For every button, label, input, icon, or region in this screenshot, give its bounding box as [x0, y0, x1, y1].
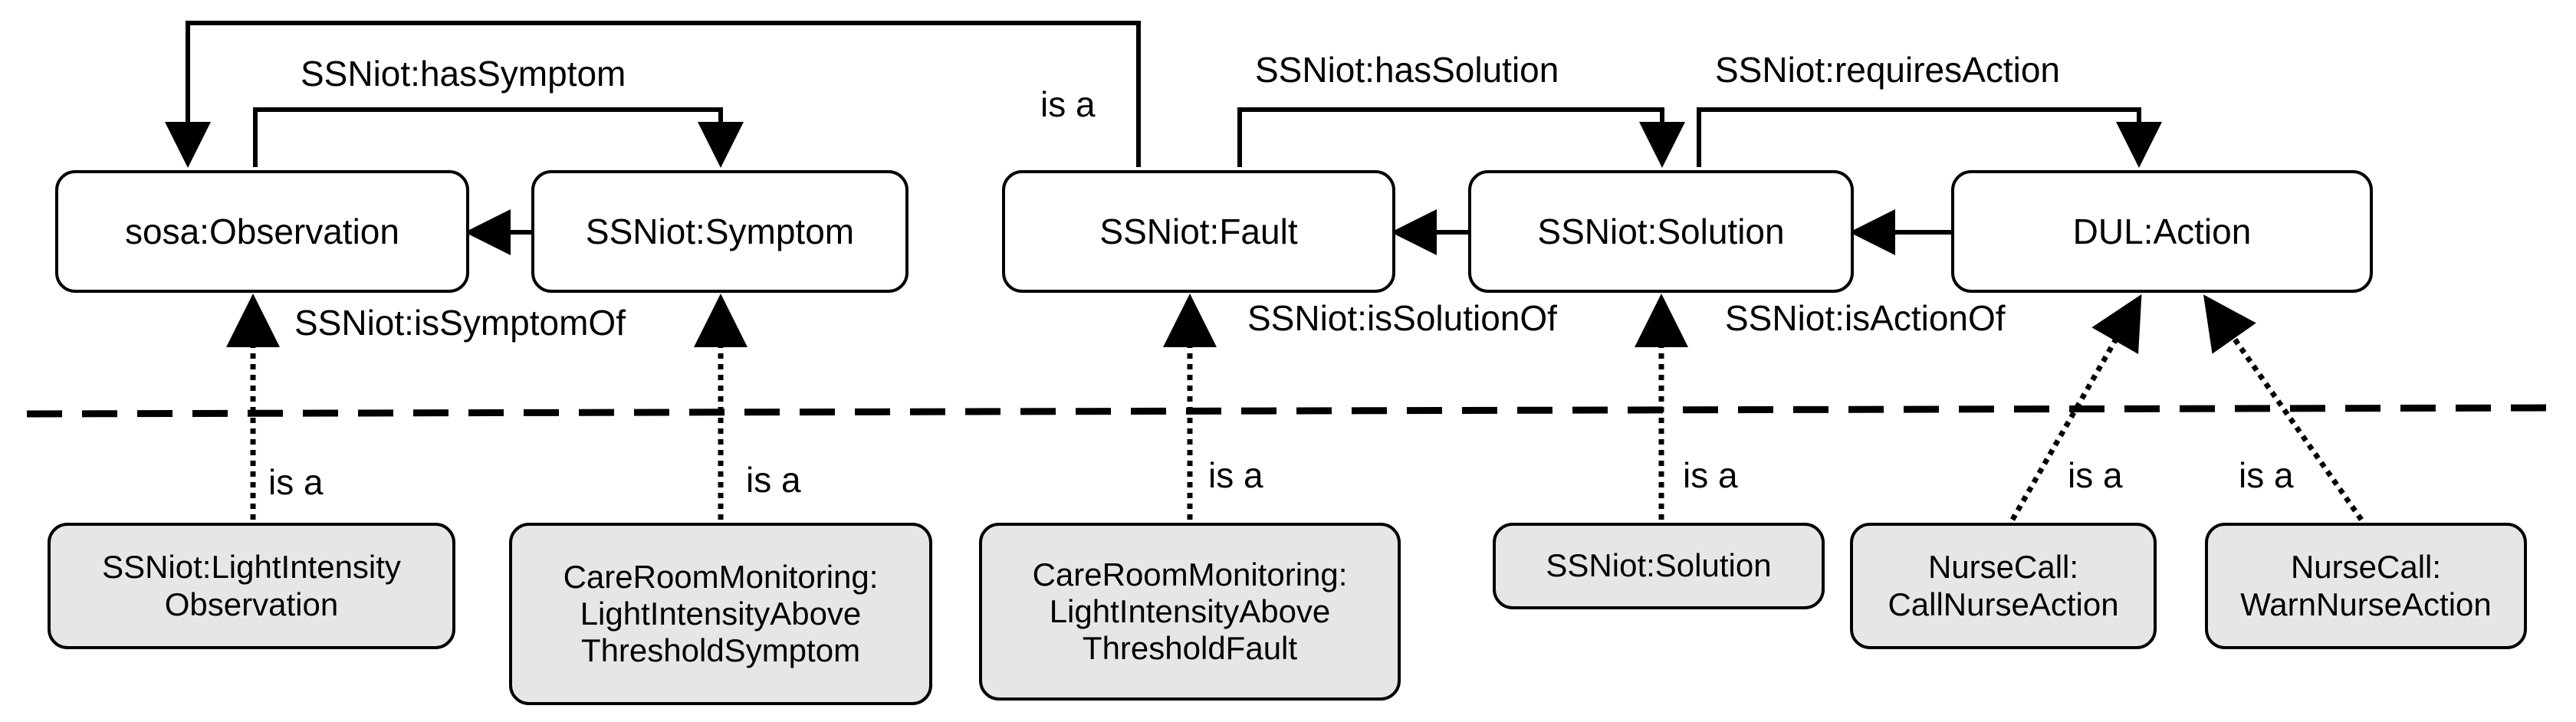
label-care-symptom-is-a: is a [746, 460, 801, 500]
instance-solution-line-1: SSNiot:Solution [1546, 547, 1772, 584]
label-care-fault-is-a: is a [1208, 455, 1263, 495]
class-fault-label: SSNiot:Fault [1099, 211, 1298, 251]
label-has-symptom: SSNiot:hasSymptom [301, 54, 626, 94]
class-observation-label: sosa:Observation [125, 211, 399, 251]
instance-solution: SSNiot:Solution [1493, 523, 1825, 609]
label-has-solution: SSNiot:hasSolution [1255, 50, 1559, 90]
instance-care-symptom-line-2: LightIntensityAbove [580, 595, 862, 632]
label-is-symptom-of: SSNiot:isSymptomOf [294, 303, 626, 343]
label-is-action-of: SSNiot:isActionOf [1725, 298, 2006, 338]
edge-requires-action [1697, 107, 2162, 168]
instance-call-nurse-line-2: CallNurseAction [1888, 586, 2119, 622]
separator-dashed-line [26, 404, 2565, 418]
instance-warn-nurse-line-2: WarnNurseAction [2240, 586, 2492, 622]
class-fault: SSNiot:Fault [1002, 170, 1395, 293]
instance-care-symptom-line-3: ThresholdSymptom [580, 632, 861, 669]
class-symptom-label: SSNiot:Symptom [585, 211, 855, 251]
instance-warn-nurse: NurseCall: WarnNurseAction [2205, 523, 2527, 649]
class-action: DUL:Action [1951, 170, 2373, 293]
class-symptom: SSNiot:Symptom [531, 170, 909, 293]
edge-warn-nurse-is-a [2203, 294, 2364, 522]
edge-fault-is-a-observation [165, 21, 1141, 168]
class-solution: SSNiot:Solution [1468, 170, 1854, 293]
instance-light-observation: SSNiot:LightIntensity Observation [48, 523, 455, 649]
label-warn-nurse-is-a: is a [2239, 455, 2294, 495]
label-call-nurse-is-a: is a [2068, 455, 2123, 495]
instance-care-fault-line-1: CareRoomMonitoring: [1032, 556, 1348, 592]
instance-care-symptom: CareRoomMonitoring: LightIntensityAbove … [509, 523, 932, 705]
instance-light-observation-line-2: Observation [164, 586, 339, 622]
label-is-solution-of: SSNiot:isSolutionOf [1247, 298, 1557, 338]
label-solution-inst-is-a: is a [1683, 455, 1738, 495]
instance-care-fault-line-2: LightIntensityAbove [1049, 592, 1331, 629]
edge-has-solution [1237, 107, 1685, 168]
instance-call-nurse: NurseCall: CallNurseAction [1850, 523, 2157, 649]
edge-has-symptom [253, 107, 744, 168]
instance-call-nurse-line-1: NurseCall: [1927, 549, 2079, 586]
instance-care-fault-line-3: ThresholdFault [1082, 630, 1298, 667]
instance-light-observation-line-1: SSNiot:LightIntensity [102, 549, 401, 586]
label-fault-is-a: is a [1040, 84, 1096, 124]
instance-care-fault: CareRoomMonitoring: LightIntensityAbove … [979, 523, 1401, 701]
label-requires-action: SSNiot:requiresAction [1715, 50, 2060, 90]
class-action-label: DUL:Action [2072, 211, 2252, 251]
instance-care-symptom-line-1: CareRoomMonitoring: [563, 558, 879, 595]
label-light-observation-is-a: is a [268, 462, 324, 502]
instance-warn-nurse-line-1: NurseCall: [2290, 549, 2442, 586]
class-solution-label: SSNiot:Solution [1537, 211, 1785, 251]
class-observation: sosa:Observation [55, 170, 469, 293]
